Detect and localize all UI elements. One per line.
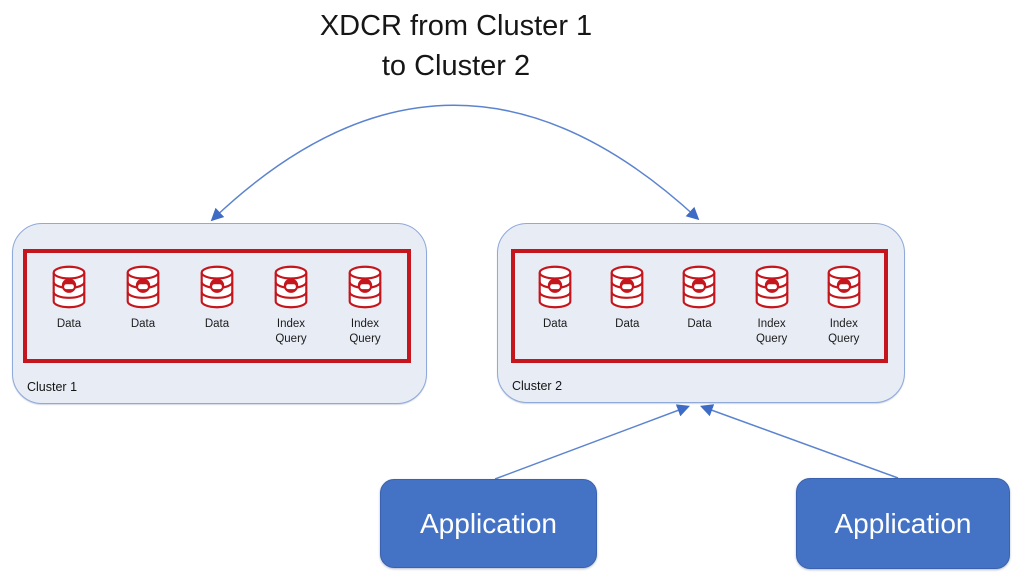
cluster-node: Data bbox=[667, 264, 731, 332]
node-label: Index Query bbox=[275, 318, 307, 345]
application-box-right: Application bbox=[796, 478, 1010, 569]
cluster-node: Data bbox=[111, 264, 175, 332]
cluster-1-label: Cluster 1 bbox=[27, 380, 78, 394]
cluster-1-nodes-frame: Data Data Data Index Query Index Query bbox=[23, 249, 411, 363]
diagram-title-line1: XDCR from Cluster 1 bbox=[319, 10, 593, 42]
cluster-node: Data bbox=[523, 264, 587, 332]
cluster-1-box: Data Data Data Index Query Index Query C… bbox=[12, 223, 427, 404]
database-icon bbox=[683, 265, 716, 309]
database-icon bbox=[827, 265, 861, 309]
node-label: Data bbox=[543, 318, 568, 330]
diagram-title-line2: to Cluster 2 bbox=[381, 50, 531, 83]
cluster-node: Index Query bbox=[740, 264, 804, 347]
database-icon bbox=[126, 265, 160, 309]
cluster-2-label: Cluster 2 bbox=[512, 379, 563, 393]
cluster-2-nodes-frame: Data Data Data Index Query Index Query bbox=[511, 249, 888, 363]
application-label: Application bbox=[834, 507, 972, 539]
app-left-to-cluster2-arrow bbox=[494, 404, 690, 480]
database-icon bbox=[274, 265, 308, 309]
node-label: Data bbox=[204, 318, 230, 330]
application-label: Application bbox=[420, 507, 557, 539]
cluster-node: Index Query bbox=[812, 264, 876, 347]
database-icon bbox=[52, 265, 86, 309]
cluster-2-box: Data Data Data Index Query Index Query C… bbox=[497, 223, 905, 403]
database-icon bbox=[755, 265, 789, 309]
node-label: Data bbox=[130, 318, 156, 330]
cluster-node: Data bbox=[37, 264, 101, 332]
xdcr-replication-arc-arrow bbox=[210, 104, 700, 222]
database-icon bbox=[200, 265, 234, 309]
node-label: Data bbox=[687, 318, 712, 330]
cluster-node: Index Query bbox=[259, 264, 323, 347]
cluster-node: Data bbox=[185, 264, 249, 332]
cluster-node: Data bbox=[595, 264, 659, 332]
node-label: Index Query bbox=[349, 318, 381, 345]
cluster-node: Index Query bbox=[333, 264, 397, 347]
node-label: Data bbox=[56, 318, 82, 330]
application-box-left: Application bbox=[380, 479, 597, 568]
database-icon bbox=[610, 265, 644, 309]
node-label: Index Query bbox=[828, 318, 860, 345]
node-label: Data bbox=[615, 318, 640, 330]
database-icon bbox=[538, 265, 572, 309]
database-icon bbox=[348, 265, 382, 309]
app-right-to-cluster2-arrow bbox=[700, 404, 899, 479]
node-label: Index Query bbox=[755, 318, 788, 345]
diagram-title: XDCR from Cluster 1 to Cluster 2 bbox=[0, 6, 912, 86]
